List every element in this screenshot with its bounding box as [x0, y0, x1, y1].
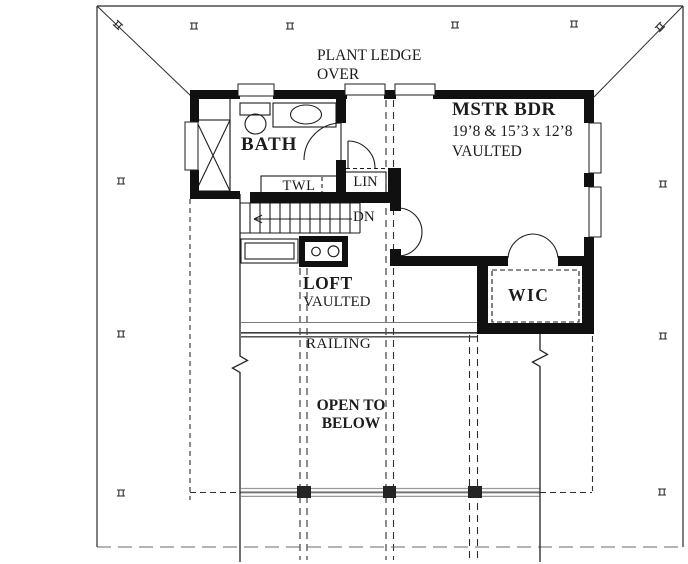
roof-hip-diagonal	[96, 5, 193, 98]
master-bedroom-double-door	[397, 207, 423, 257]
ceiling-note: VAULTED	[303, 294, 371, 310]
towel-closet-label: TWL	[282, 178, 316, 194]
post-marker	[654, 21, 666, 33]
railing-line	[241, 331, 477, 338]
master-bedroom-label: MSTR BDR 19’8 & 15’3 x 12’8 VAULTED	[452, 100, 573, 162]
stairs-down-arrow	[253, 214, 352, 224]
ceiling-note: VAULTED	[452, 143, 522, 160]
post-marker	[286, 22, 294, 30]
linen-closet-label: LIN	[353, 174, 378, 190]
walls	[190, 90, 594, 334]
plant-ledge-line1: PLANT LEDGE	[317, 47, 422, 64]
post-marker	[117, 330, 125, 338]
post-marker	[659, 180, 667, 188]
loft-cabinet	[240, 238, 299, 264]
stairs	[240, 202, 361, 234]
post	[468, 486, 482, 498]
window	[237, 83, 275, 97]
post-markers	[112, 19, 667, 497]
railing-label: RAILING	[306, 336, 372, 352]
wic-label: WIC	[508, 285, 550, 305]
post-marker	[659, 332, 667, 340]
windows	[184, 83, 602, 238]
post-marker	[112, 19, 124, 31]
wic-shelving	[491, 269, 580, 323]
outer-roof-outline	[96, 5, 684, 547]
window	[394, 83, 436, 96]
open-to-below-line1: OPEN TO	[316, 397, 386, 414]
bath-door	[303, 122, 342, 161]
post-marker	[570, 20, 578, 28]
room-name: LOFT	[303, 273, 353, 293]
window	[588, 186, 602, 238]
stairs-down-label: DN	[353, 209, 375, 225]
roof-hip-diagonal	[593, 5, 684, 98]
post-marker	[658, 488, 666, 496]
post-marker	[117, 177, 125, 185]
window	[588, 122, 602, 174]
room-dimensions: 19’8 & 15’3 x 12’8	[452, 123, 573, 140]
plant-ledge-label: PLANT LEDGE OVER	[317, 46, 421, 84]
post	[297, 486, 311, 498]
linen-door	[347, 140, 376, 169]
wic-double-door	[507, 233, 559, 259]
post-marker	[190, 22, 198, 30]
toilet	[239, 102, 271, 135]
laundry-box	[299, 236, 348, 267]
break-symbol	[531, 347, 549, 370]
plant-ledge-line2: OVER	[317, 66, 360, 83]
loft-label: LOFT VAULTED	[303, 274, 371, 312]
room-name: MSTR BDR	[452, 99, 556, 120]
post-marker	[451, 21, 459, 29]
bath-label: BATH	[241, 134, 298, 155]
post-marker	[117, 489, 125, 497]
open-to-below-line2: BELOW	[321, 415, 381, 432]
window	[344, 83, 386, 96]
vanity-sink	[272, 102, 337, 128]
break-symbol	[231, 352, 249, 376]
floor-edge-lines	[231, 194, 549, 562]
loft-structure-lines	[241, 322, 540, 498]
open-to-below-label: OPEN TO BELOW	[299, 397, 403, 433]
window	[184, 121, 199, 171]
post	[383, 486, 396, 498]
shower	[195, 119, 231, 192]
beam-below	[241, 486, 540, 498]
